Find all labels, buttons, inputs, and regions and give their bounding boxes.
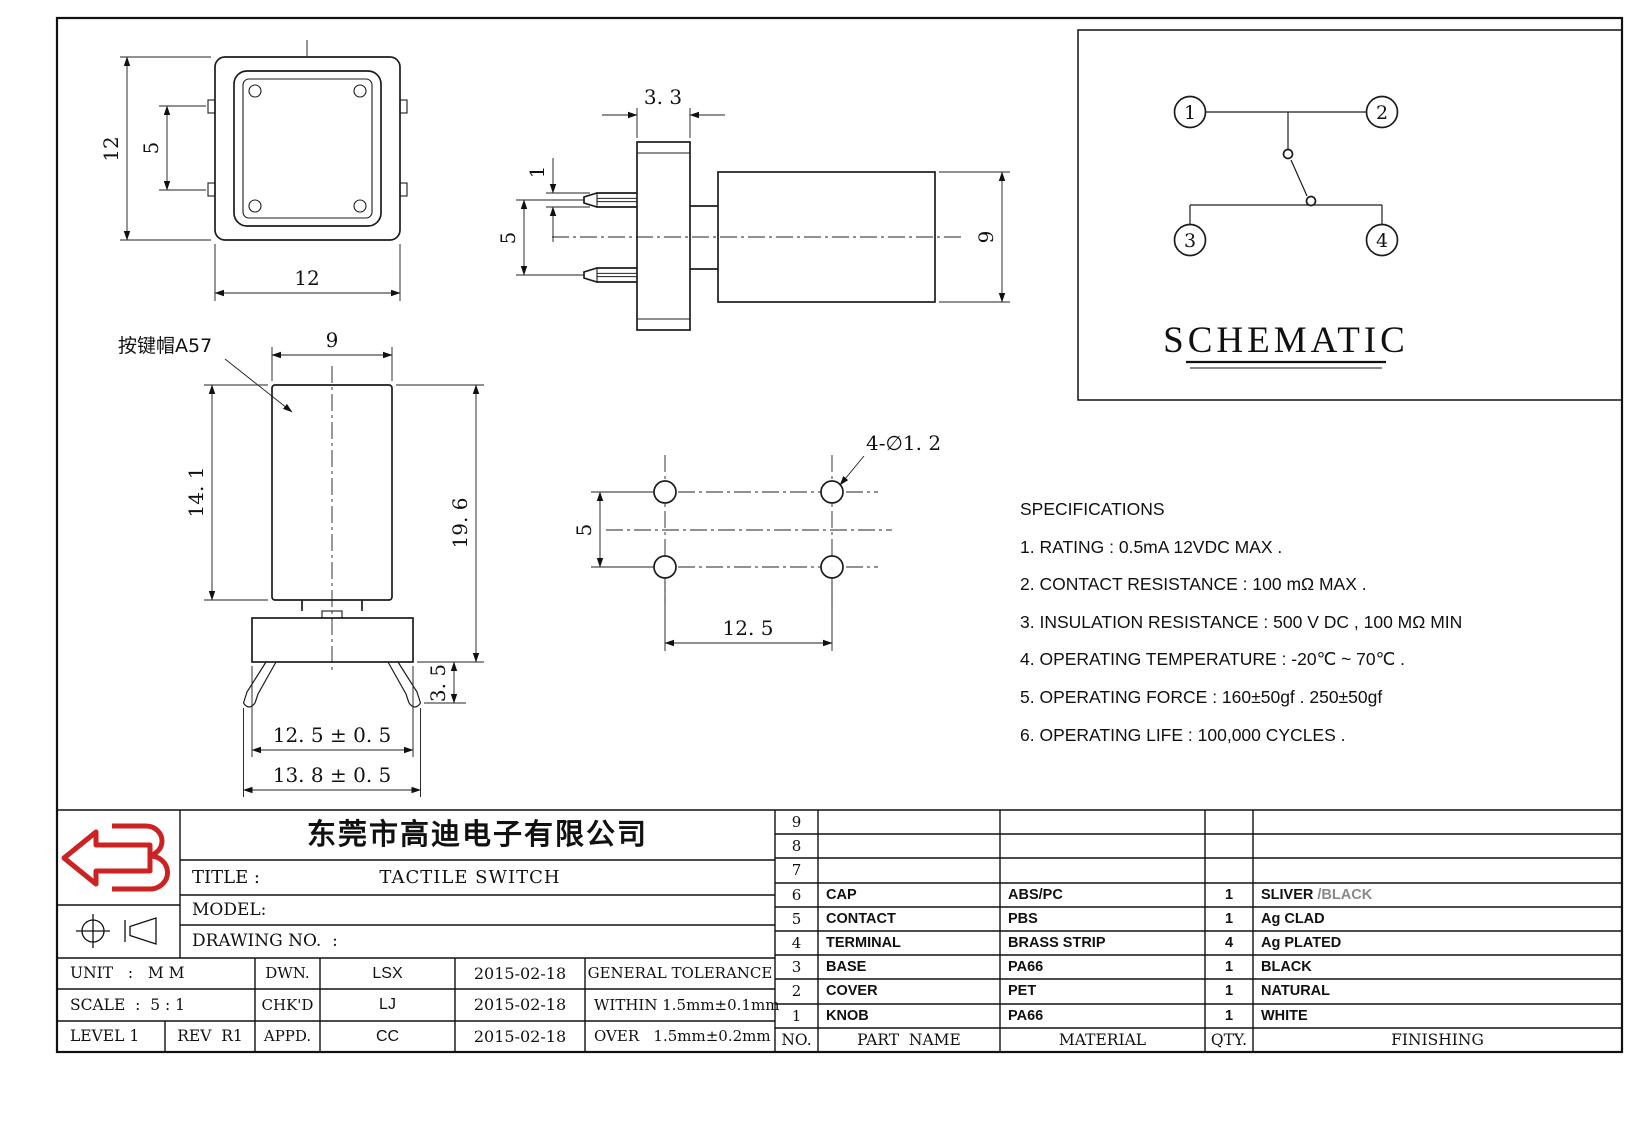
- dim-pcb-row-pitch: 5: [572, 524, 596, 537]
- tolerance-title: GENERAL TOLERANCE: [587, 964, 773, 982]
- tolerance-within: WITHIN 1.5mm±0.1mm: [594, 996, 780, 1014]
- view-side: 3. 3 1 5 9: [496, 85, 1010, 331]
- spec-line: 5. OPERATING FORCE : 160±50gf . 250±50gf: [1020, 686, 1383, 707]
- dim-side-pin-pitch: 5: [496, 232, 520, 245]
- model-label: MODEL:: [192, 900, 267, 920]
- view-front: 按键帽A57 9 14. 1 19. 6 3. 5 12. 5 ± 0. 5 1…: [118, 328, 484, 797]
- appd-value: CC: [375, 1028, 400, 1045]
- spec-line: 3. INSULATION RESISTANCE : 500 V DC , 10…: [1020, 611, 1463, 632]
- rev-field: REV R1: [177, 1027, 243, 1045]
- dim-front-cap-width: 9: [326, 328, 339, 352]
- tolerance-over: OVER 1.5mm±0.2mm: [594, 1027, 771, 1045]
- dim-side-pin-dia: 1: [525, 166, 549, 179]
- schematic-title: SCHEMATIC: [1163, 320, 1409, 361]
- company-logo: [61, 823, 171, 892]
- spec-line: 2. CONTACT RESISTANCE : 100 mΩ MAX .: [1020, 574, 1367, 595]
- dim-top-width: 12: [294, 266, 319, 290]
- level-field: LEVEL 1: [70, 1027, 140, 1045]
- projection-symbol: [76, 914, 157, 948]
- sheet-border: [55, 16, 1624, 1054]
- dim-top-height: 12: [99, 136, 123, 161]
- dim-front-outer-width: 13. 8 ± 0. 5: [273, 763, 392, 787]
- drawing-no-label: DRAWING NO. :: [192, 931, 338, 951]
- dim-front-total-height: 19. 6: [448, 498, 472, 549]
- cap-label: 按键帽A57: [118, 335, 212, 357]
- table-row: 7: [791, 861, 802, 880]
- chk-value: LJ: [379, 996, 396, 1013]
- view-pcb-layout: 4-∅1. 2 5 12. 5: [572, 431, 941, 651]
- table-row: 8: [791, 837, 802, 856]
- table-row: 9: [791, 813, 802, 832]
- dwn-value: LSX: [372, 965, 403, 982]
- spec-line: 6. OPERATING LIFE : 100,000 CYCLES .: [1020, 724, 1346, 745]
- schematic-pin-2: 2: [1376, 102, 1388, 124]
- company-name: 东莞市高迪电子有限公司: [306, 819, 648, 851]
- dwn-date: 2015-02-18: [473, 964, 567, 983]
- spec-line: 1. RATING : 0.5mA 12VDC MAX .: [1020, 536, 1283, 557]
- specifications-title: SPECIFICATIONS: [1020, 499, 1165, 519]
- dim-side-flange: 3. 3: [644, 85, 682, 109]
- view-top-cap: 12 5 12: [99, 40, 408, 301]
- schematic-pin-1: 1: [1184, 102, 1196, 124]
- pcb-hole-label: 4-∅1. 2: [866, 431, 941, 455]
- schematic-pin-3: 3: [1184, 230, 1196, 252]
- title-block-grid: [57, 809, 1622, 1052]
- dwn-label: DWN.: [265, 964, 310, 982]
- spec-line: 4. OPERATING TEMPERATURE : -20℃ ~ 70℃ .: [1020, 649, 1406, 670]
- unit-field: UNIT : M M: [70, 964, 185, 982]
- chk-label: CHK'D: [261, 996, 314, 1014]
- schematic-pin-4: 4: [1376, 230, 1388, 252]
- title-label: TITLE :: [192, 867, 261, 888]
- dim-top-tab-pitch: 5: [139, 142, 163, 155]
- dim-front-base-width: 12. 5 ± 0. 5: [273, 723, 392, 747]
- appd-date: 2015-02-18: [473, 1027, 567, 1046]
- chk-date: 2015-02-18: [473, 995, 567, 1014]
- appd-label: APPD.: [263, 1027, 312, 1045]
- view-schematic: 1 2 3 4 SCHEMATIC: [1077, 29, 1623, 401]
- dim-front-leg: 3. 5: [426, 664, 450, 702]
- dim-front-cap-height: 14. 1: [184, 467, 208, 518]
- specifications: SPECIFICATIONS 1. RATING : 0.5mA 12VDC M…: [1020, 491, 1580, 754]
- dim-side-body: 9: [974, 231, 998, 244]
- title-value: TACTILE SWITCH: [379, 867, 561, 888]
- scale-field: SCALE : 5 : 1: [70, 996, 186, 1014]
- dim-pcb-col-pitch: 12. 5: [723, 616, 774, 640]
